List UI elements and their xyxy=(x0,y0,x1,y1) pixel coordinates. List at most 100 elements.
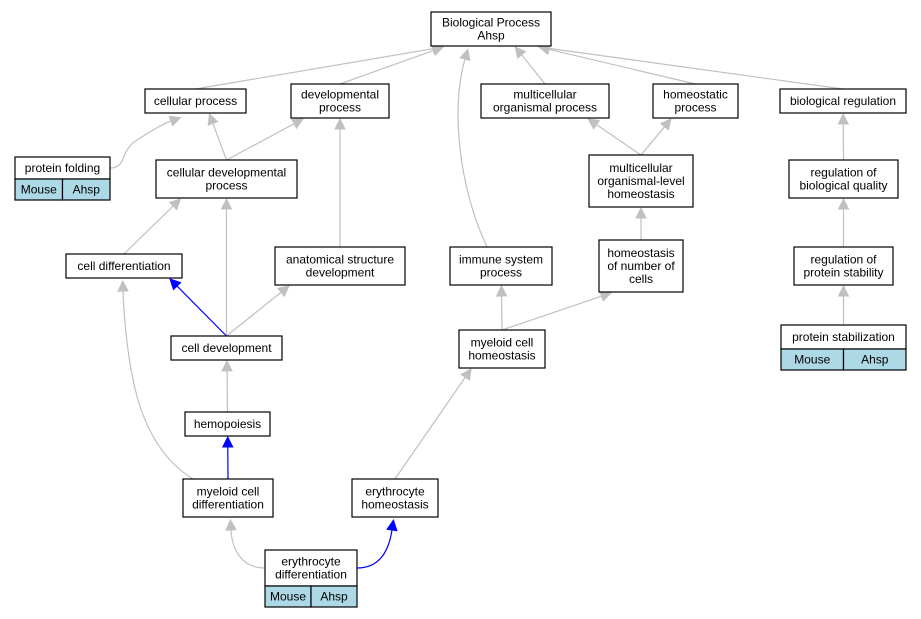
arrowhead xyxy=(635,206,647,219)
annotation-species: Mouse xyxy=(794,353,830,367)
node-box xyxy=(780,324,907,350)
node-label: regulation of xyxy=(810,253,877,267)
node-label: multicellular xyxy=(513,88,576,102)
node-box xyxy=(449,246,553,286)
arrowhead xyxy=(277,285,290,298)
arrowhead xyxy=(168,115,182,127)
node-biological-regulation[interactable]: biological regulation xyxy=(779,88,907,114)
node-label: process xyxy=(205,179,247,193)
node-label: biological regulation xyxy=(790,94,896,108)
node-box xyxy=(652,83,739,119)
edge-developmental-process-to-root xyxy=(339,49,434,85)
arrowhead xyxy=(837,284,850,297)
arrowhead xyxy=(220,197,233,210)
annotation-cell xyxy=(842,348,907,371)
edge-erythrocyte-differentiation-to-erythrocyte-homeostasis xyxy=(356,529,393,569)
node-label: development xyxy=(306,266,375,280)
annotation-gene: Ahsp xyxy=(320,590,348,604)
node-box xyxy=(144,88,247,114)
edge-cellular-process-to-root xyxy=(195,48,434,90)
edge-cell-development-to-anatomical-structure-development xyxy=(226,291,282,337)
edge-cellular-developmental-process-to-developmental-process xyxy=(226,123,295,161)
node-label: anatomical structure xyxy=(286,253,394,267)
edge-cell-differentiation-to-cellular-developmental-process xyxy=(123,205,174,255)
node-box xyxy=(351,478,439,518)
edge-multicellular-organismal-level-homeostasis-to-multicellular-organismal-process xyxy=(596,124,642,156)
node-label: hemopoiesis xyxy=(194,417,261,431)
node-cell-development[interactable]: cell development xyxy=(170,335,283,361)
annotation-gene: Ahsp xyxy=(861,353,889,367)
node-label: protein folding xyxy=(25,161,100,175)
node-box xyxy=(458,329,546,369)
arrowhead xyxy=(460,368,472,381)
node-label: protein stabilization xyxy=(792,330,895,344)
node-label: cellular process xyxy=(154,94,237,108)
node-box xyxy=(170,335,283,361)
node-label: process xyxy=(674,101,716,115)
node-cell-differentiation[interactable]: cell differentiation xyxy=(65,253,183,279)
node-box xyxy=(182,478,274,518)
node-label: immune system xyxy=(459,253,543,267)
edge-homeostatic-process-to-root xyxy=(548,48,696,85)
node-box xyxy=(155,159,298,199)
node-label: Biological Process xyxy=(442,16,540,30)
arrowhead xyxy=(225,518,237,531)
edge-erythrocyte-homeostasis-to-myeloid-cell-homeostasis xyxy=(394,376,466,480)
edges-layer xyxy=(109,42,850,569)
arrowhead xyxy=(386,519,398,532)
node-hemopoiesis[interactable]: hemopoiesis xyxy=(184,411,271,437)
arrowhead xyxy=(587,118,601,130)
arrowhead xyxy=(221,435,234,448)
node-label: homeostasis xyxy=(468,349,535,363)
node-label: homeostatic xyxy=(663,88,728,102)
node-cellular-process[interactable]: cellular process xyxy=(144,88,247,114)
arrowhead xyxy=(495,284,508,297)
arrowhead xyxy=(514,46,527,59)
annotation-species: Mouse xyxy=(270,590,306,604)
node-box xyxy=(264,549,358,587)
node-label: cell development xyxy=(181,341,272,355)
edge-immune-system-process-to-root xyxy=(457,58,488,248)
arrowhead xyxy=(221,359,233,372)
node-label: cell differentiation xyxy=(77,259,170,273)
node-box xyxy=(184,411,271,437)
edge-multicellular-organismal-process-to-root xyxy=(521,54,546,85)
node-label: homeostasis xyxy=(607,246,674,260)
node-label: multicellular xyxy=(609,161,672,175)
node-label: erythrocyte xyxy=(281,555,341,569)
arrowhead xyxy=(459,48,471,62)
edge-multicellular-organismal-level-homeostasis-to-homeostatic-process xyxy=(640,126,666,156)
node-label: process xyxy=(480,266,522,280)
node-label: organismal-level xyxy=(597,174,684,188)
arrowhead xyxy=(599,290,613,302)
edge-myeloid-cell-homeostasis-to-homeostasis-of-number-of-cells xyxy=(501,295,602,331)
arrowhead xyxy=(291,118,304,130)
node-box xyxy=(274,246,406,286)
arrowhead xyxy=(207,112,219,126)
node-label: myeloid cell xyxy=(197,485,260,499)
edge-cell-development-to-cell-differentiation xyxy=(176,285,227,337)
annotation-cell xyxy=(61,178,111,201)
arrowhead xyxy=(837,197,850,210)
node-label: biological quality xyxy=(799,179,887,193)
node-label: process xyxy=(319,101,361,115)
node-box xyxy=(588,154,694,208)
